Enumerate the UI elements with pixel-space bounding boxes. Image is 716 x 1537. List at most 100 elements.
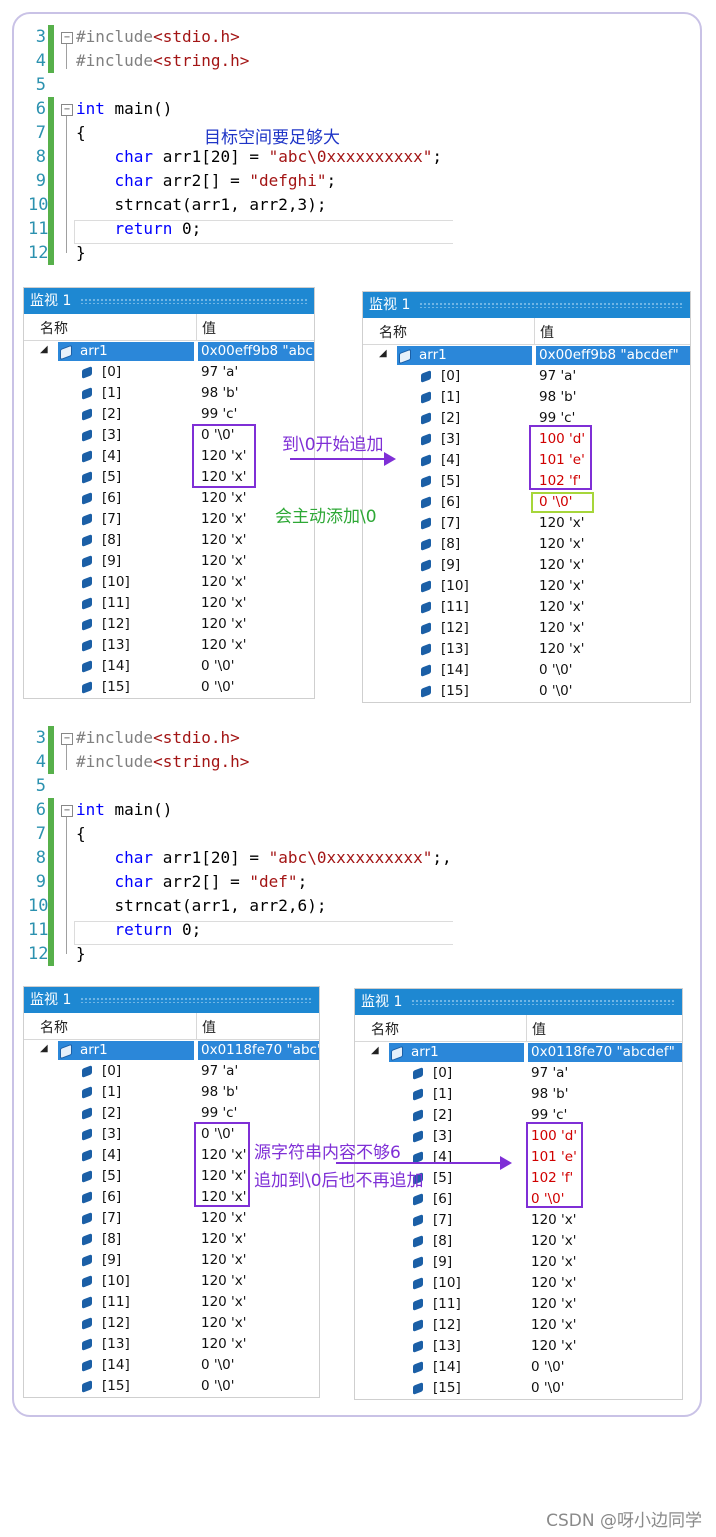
watch-row-element[interactable]: [7]120 'x'	[24, 1208, 319, 1229]
code-line[interactable]: char arr1[20] = "abc\0xxxxxxxxxx";	[76, 145, 443, 169]
watch-row-element[interactable]: [4]120 'x'	[24, 1145, 319, 1166]
watch-row-element[interactable]: [13]120 'x'	[363, 639, 690, 660]
watch-row-element[interactable]: [9]120 'x'	[355, 1252, 682, 1273]
watch-title-bar[interactable]: 监视 1	[355, 989, 682, 1015]
collapse-arrow-icon[interactable]: ◢	[371, 1045, 379, 1056]
watch-title-bar[interactable]: 监视 1	[24, 987, 319, 1013]
watch-row-element[interactable]: [3]100 'd'	[355, 1126, 682, 1147]
watch-row-element[interactable]: [5]102 'f'	[363, 471, 690, 492]
code-line[interactable]: #include<stdio.h>	[76, 726, 240, 750]
watch-row-element[interactable]: [8]120 'x'	[355, 1231, 682, 1252]
collapse-arrow-icon[interactable]: ◢	[379, 348, 387, 359]
watch-row-element[interactable]: [14]0 '\0'	[24, 1355, 319, 1376]
code-line[interactable]: return 0;	[76, 918, 202, 942]
code-line[interactable]: strncat(arr1, arr2,3);	[76, 193, 327, 217]
code-line[interactable]: char arr1[20] = "abc\0xxxxxxxxxx";,	[76, 846, 452, 870]
column-name-header[interactable]: 名称	[379, 325, 407, 341]
watch-row-element[interactable]: [13]120 'x'	[24, 635, 314, 656]
collapse-arrow-icon[interactable]: ◢	[40, 344, 48, 355]
watch-row-element[interactable]: [6]0 '\0'	[355, 1189, 682, 1210]
fold-toggle-icon[interactable]: −	[61, 104, 73, 116]
fold-toggle-icon[interactable]: −	[61, 733, 73, 745]
code-editor-1[interactable]: 目标空间要足够大 −−3#include<stdio.h>4#include<s…	[28, 25, 453, 273]
column-name-header[interactable]: 名称	[40, 321, 68, 337]
watch-row-element[interactable]: [8]120 'x'	[363, 534, 690, 555]
watch-row-element[interactable]: [13]120 'x'	[355, 1336, 682, 1357]
watch-row-element[interactable]: [7]120 'x'	[355, 1210, 682, 1231]
watch-row-element[interactable]: [6]0 '\0'	[363, 492, 690, 513]
column-value-header[interactable]: 值	[532, 1022, 546, 1038]
column-value-header[interactable]: 值	[202, 321, 216, 337]
column-divider[interactable]	[526, 1015, 527, 1041]
watch-row-element[interactable]: [2]99 'c'	[24, 404, 314, 425]
watch-row-element[interactable]: [12]120 'x'	[24, 614, 314, 635]
watch-row-element[interactable]: [1]98 'b'	[363, 387, 690, 408]
watch-row-element[interactable]: [15]0 '\0'	[363, 681, 690, 702]
watch-row-element[interactable]: [13]120 'x'	[24, 1334, 319, 1355]
fold-toggle-icon[interactable]: −	[61, 32, 73, 44]
watch-title-bar[interactable]: 监视 1	[363, 292, 690, 318]
watch-row-element[interactable]: [14]0 '\0'	[355, 1357, 682, 1378]
watch-row-element[interactable]: [1]98 'b'	[355, 1084, 682, 1105]
column-name-header[interactable]: 名称	[40, 1020, 68, 1036]
watch-title-bar[interactable]: 监视 1	[24, 288, 314, 314]
code-line[interactable]: strncat(arr1, arr2,6);	[76, 894, 327, 918]
watch-row-element[interactable]: [0]97 'a'	[24, 362, 314, 383]
watch-row-element[interactable]: [5]120 'x'	[24, 467, 314, 488]
watch-row-element[interactable]: [12]120 'x'	[355, 1315, 682, 1336]
watch-row-element[interactable]: [11]120 'x'	[355, 1294, 682, 1315]
watch-row-element[interactable]: [3]0 '\0'	[24, 1124, 319, 1145]
code-line[interactable]: int main()	[76, 798, 172, 822]
code-editor-2[interactable]: −−3#include<stdio.h>4#include<string.h>5…	[28, 726, 453, 974]
code-line[interactable]: int main()	[76, 97, 172, 121]
watch-row-element[interactable]: [1]98 'b'	[24, 383, 314, 404]
watch-row-element[interactable]: [0]97 'a'	[363, 366, 690, 387]
column-name-header[interactable]: 名称	[371, 1022, 399, 1038]
code-line[interactable]: #include<stdio.h>	[76, 25, 240, 49]
watch-row-element[interactable]: [11]120 'x'	[363, 597, 690, 618]
watch-row-element[interactable]: [0]97 'a'	[24, 1061, 319, 1082]
watch-row-element[interactable]: [3]0 '\0'	[24, 425, 314, 446]
watch-row-element[interactable]: [4]101 'e'	[355, 1147, 682, 1168]
watch-row-element[interactable]: [10]120 'x'	[24, 572, 314, 593]
column-divider[interactable]	[534, 318, 535, 344]
watch-row-element[interactable]: [3]100 'd'	[363, 429, 690, 450]
watch-row-element[interactable]: [7]120 'x'	[363, 513, 690, 534]
watch-row-element[interactable]: [2]99 'c'	[24, 1103, 319, 1124]
code-line[interactable]: char arr2[] = "defghi";	[76, 169, 337, 193]
watch-row-element[interactable]: [8]120 'x'	[24, 1229, 319, 1250]
watch-row-element[interactable]: [7]120 'x'	[24, 509, 314, 530]
code-line[interactable]: char arr2[] = "def";	[76, 870, 308, 894]
code-line[interactable]: #include<string.h>	[76, 49, 249, 73]
watch-row-element[interactable]: [14]0 '\0'	[24, 656, 314, 677]
code-line[interactable]: return 0;	[76, 217, 202, 241]
watch-row-element[interactable]: [2]99 'c'	[363, 408, 690, 429]
watch-row-element[interactable]: [11]120 'x'	[24, 593, 314, 614]
watch-row-element[interactable]: [11]120 'x'	[24, 1292, 319, 1313]
watch-row-element[interactable]: [6]120 'x'	[24, 1187, 319, 1208]
watch-row-element[interactable]: [15]0 '\0'	[355, 1378, 682, 1399]
collapse-arrow-icon[interactable]: ◢	[40, 1043, 48, 1054]
watch-row-element[interactable]: [9]120 'x'	[363, 555, 690, 576]
watch-row-element[interactable]: [8]120 'x'	[24, 530, 314, 551]
watch-row-element[interactable]: [6]120 'x'	[24, 488, 314, 509]
watch-row-element[interactable]: [14]0 '\0'	[363, 660, 690, 681]
watch-row-element[interactable]: [4]120 'x'	[24, 446, 314, 467]
watch-row-element[interactable]: [5]120 'x'	[24, 1166, 319, 1187]
column-divider[interactable]	[196, 314, 197, 340]
watch-row-element[interactable]: [12]120 'x'	[24, 1313, 319, 1334]
watch-row-element[interactable]: [15]0 '\0'	[24, 677, 314, 698]
watch-row-element[interactable]: [12]120 'x'	[363, 618, 690, 639]
watch-row-element[interactable]: [10]120 'x'	[363, 576, 690, 597]
column-value-header[interactable]: 值	[202, 1020, 216, 1036]
watch-row-element[interactable]: [9]120 'x'	[24, 1250, 319, 1271]
watch-row-element[interactable]: [10]120 'x'	[355, 1273, 682, 1294]
